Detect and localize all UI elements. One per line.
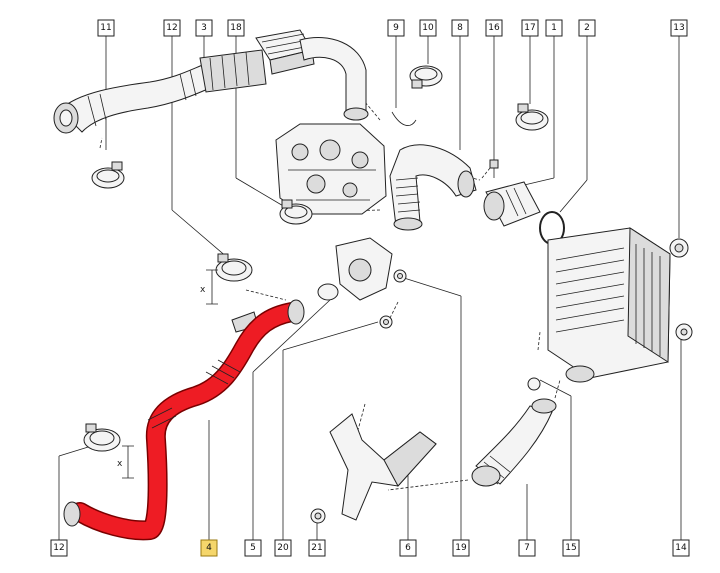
callout-5: 5 xyxy=(244,539,262,557)
svg-text:20: 20 xyxy=(277,543,289,553)
callout-8: 8 xyxy=(451,19,469,37)
svg-text:12: 12 xyxy=(166,23,177,33)
callout-14: 14 xyxy=(672,539,690,557)
svg-text:2: 2 xyxy=(584,23,590,33)
upper-intake-hose xyxy=(53,49,267,134)
callout-2: 2 xyxy=(578,19,596,37)
callout-7: 7 xyxy=(518,539,536,557)
svg-text:5: 5 xyxy=(250,543,256,553)
svg-text:9: 9 xyxy=(393,23,399,33)
callout-6: 6 xyxy=(399,539,417,557)
hose-clamp-17 xyxy=(515,103,549,131)
nut-13 xyxy=(669,238,689,258)
svg-text:8: 8 xyxy=(457,23,463,33)
svg-text:3: 3 xyxy=(201,23,207,33)
adapter-5 xyxy=(317,237,393,301)
svg-text:21: 21 xyxy=(311,543,322,553)
callout-12-top: 12 xyxy=(163,19,181,37)
corrugated-elbow-hose-8 xyxy=(389,144,477,231)
svg-text:4: 4 xyxy=(206,543,212,553)
callout-21: 21 xyxy=(308,539,326,557)
svg-text:6: 6 xyxy=(405,543,411,553)
bracket-6 xyxy=(329,413,437,521)
svg-text:1: 1 xyxy=(551,23,557,33)
dimension-label-lower: x xyxy=(117,459,123,469)
clip-15 xyxy=(527,377,541,391)
airflow-sensor-1 xyxy=(483,181,541,227)
dimension-mark-upper: x xyxy=(200,269,218,305)
callout-13: 13 xyxy=(670,19,688,37)
clip-9 xyxy=(391,111,417,126)
svg-text:16: 16 xyxy=(488,23,500,33)
callout-17: 17 xyxy=(521,19,539,37)
hose-clamp-10 xyxy=(409,65,443,89)
svg-text:13: 13 xyxy=(673,23,684,33)
svg-text:14: 14 xyxy=(675,543,687,553)
hose-clamp-12-lower xyxy=(83,423,121,452)
callout-3: 3 xyxy=(195,19,213,37)
leader-lines xyxy=(58,36,682,540)
callout-10: 10 xyxy=(419,19,437,37)
callout-20: 20 xyxy=(274,539,292,557)
callout-19: 19 xyxy=(452,539,470,557)
svg-text:19: 19 xyxy=(455,543,467,553)
svg-text:17: 17 xyxy=(524,23,535,33)
svg-text:11: 11 xyxy=(100,23,111,33)
grommet-19 xyxy=(393,269,407,283)
hose-clamp-18 xyxy=(279,199,313,225)
callout-11: 11 xyxy=(97,19,115,37)
callout-12-bottom: 12 xyxy=(50,539,68,557)
hose-clamp-upper-left xyxy=(91,161,125,189)
svg-text:12: 12 xyxy=(53,543,64,553)
callout-18: 18 xyxy=(227,19,245,37)
engine-block xyxy=(275,123,387,215)
outlet-hose-7 xyxy=(471,398,557,487)
intercooler xyxy=(547,227,671,383)
grommet-14 xyxy=(675,323,693,341)
callout-15: 15 xyxy=(562,539,580,557)
svg-text:18: 18 xyxy=(230,23,242,33)
grommet-20 xyxy=(379,315,393,329)
callout-4: 4 xyxy=(200,539,218,557)
callout-1: 1 xyxy=(545,19,563,37)
hose-clamp-12-upper xyxy=(215,253,253,282)
bolt-16 xyxy=(489,159,499,178)
nut-21 xyxy=(310,508,326,524)
intercooler-hose-4 xyxy=(63,299,305,541)
dimension-mark-lower: x xyxy=(117,445,134,479)
dimension-label-upper: x xyxy=(200,285,206,295)
callout-9: 9 xyxy=(387,19,405,37)
svg-text:7: 7 xyxy=(524,543,530,553)
svg-text:10: 10 xyxy=(422,23,434,33)
air-duct-inlet xyxy=(255,29,369,121)
svg-text:15: 15 xyxy=(565,543,576,553)
callout-16: 16 xyxy=(485,19,503,37)
